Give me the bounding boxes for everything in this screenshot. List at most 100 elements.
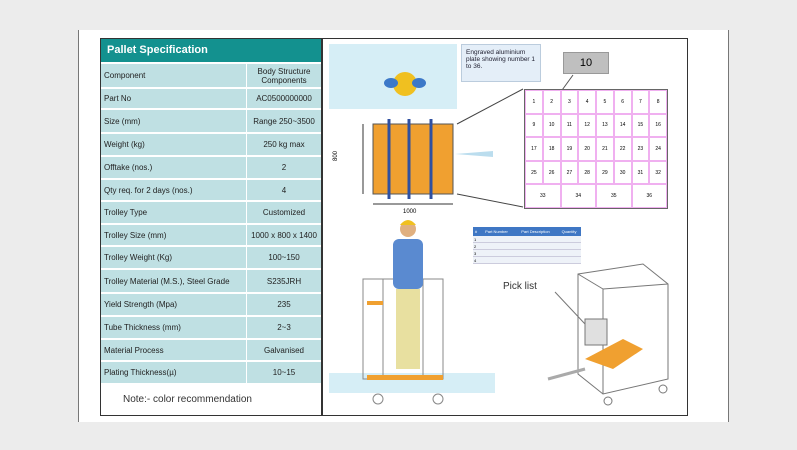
slot-number: 3 [560,90,579,114]
slot-number: 32 [649,160,667,185]
spec-row: Tube Thickness (mm) 2~3 [101,317,321,340]
pick-list-cell [557,256,581,264]
slot-number: 9 [525,113,543,138]
spec-label: Plating Thickness(µ) [101,362,247,383]
spec-value: S235JRH [266,276,302,286]
pick-list-header: # [473,227,479,236]
trolley-drawings: 800 1000 [329,44,669,406]
spec-label: Part No [101,89,247,108]
slot-number: 10 [542,113,561,138]
slot-number: 12 [578,113,596,138]
slot-number: 8 [649,90,667,114]
slot-number: 35 [596,184,632,208]
spec-label: Qty req. for 2 days (nos.) [101,180,247,200]
spec-value: 10~15 [272,368,296,377]
trolley-top-view [362,88,524,208]
spec-label: Component [101,64,247,87]
worker-icon [393,220,423,369]
dim-width: 1000 [403,209,417,215]
pick-list-cell [478,236,514,243]
pick-list-row: 3 [473,249,581,257]
pick-list-cell [478,249,514,257]
spec-row: Size (mm) Range 250~3500 [101,110,321,134]
top-view-bg [329,44,457,109]
pick-list-cell [557,236,581,243]
spec-label: Yield Strength (Mpa) [101,294,247,315]
slot-number: 22 [613,137,632,161]
spec-label: Weight (kg) [101,134,247,155]
pick-list-cell: 3 [473,249,479,257]
pick-list-cell [478,256,514,264]
slot-number: 4 [578,90,596,114]
spec-value: 250 kg max [263,140,305,149]
spec-label: Trolley Weight (Kg) [101,247,247,268]
slot-number: 21 [596,137,614,161]
slot-number: 33 [525,184,561,208]
spec-label: Material Process [101,340,247,360]
spec-table-title: Pallet Specification [101,39,321,64]
pick-list-row: 2 [473,242,581,250]
spec-value: Galvanised [263,345,305,355]
slot-number: 29 [596,160,614,185]
slot-number: 18 [542,137,561,161]
spec-row: Weight (kg) 250 kg max [101,134,321,157]
drawing-panel: 800 1000 Eng [323,39,687,415]
pick-list-cell [478,242,514,250]
slot-number: 28 [578,160,596,185]
slot-number: 25 [525,160,543,185]
spec-row: Trolley Material (M.S.), Steel Grade S235… [101,270,321,294]
pick-list-header: Part Description [513,227,558,236]
spec-row: Component Body Structure Components [101,64,321,89]
slot-number: 34 [560,184,596,208]
pick-list-label: Pick list [503,281,537,292]
spec-value: 235 [277,300,291,309]
spec-value: 4 [281,185,287,195]
pick-list-cell [513,236,558,243]
slot-number-badge: 10 [563,52,609,74]
slot-number: 26 [542,160,561,185]
spec-label: Tube Thickness (mm) [101,317,247,338]
slot-number: 13 [596,113,614,138]
slot-number: 15 [631,113,650,138]
spec-value: Customized [262,208,306,217]
spec-value: 2 [281,163,287,172]
slot-number: 24 [649,137,667,161]
pick-list-header: Quantity [557,227,581,236]
spec-row: Plating Thickness(µ) 10~15 [101,362,321,385]
slot-number: 1 [525,90,543,114]
spec-label: Trolley Type [101,202,247,223]
slot-number: 23 [631,137,650,161]
pick-list-cell [557,249,581,257]
slot-number: 2 [542,90,561,114]
spec-row: Trolley Weight (Kg)100~150 [101,247,321,270]
spec-value: Body Structure Components [257,66,311,85]
pallet-spec-frame: Pallet Specification Component Body Struc… [100,38,688,416]
pick-list-cell [513,249,558,257]
spec-label: Size (mm) [101,110,247,132]
spec-label: Trolley Material (M.S.), Steel Grade [101,270,247,292]
engraving-callout: Engraved aluminium plate showing number … [461,44,541,82]
pick-list-cell [513,256,558,264]
pick-list-cell: 1 [473,236,479,243]
slot-number: 36 [631,184,667,208]
spec-value: 2~3 [277,323,291,332]
slot-number: 19 [560,137,579,161]
spec-row: Qty req. for 2 days (nos.) 4 [101,180,321,202]
pick-list-cell [513,242,558,250]
pick-list-cell [557,242,581,250]
pick-list-cell: 2 [473,242,479,250]
pick-list-cell: 4 [473,256,479,264]
spec-row: Yield Strength (Mpa) 235 [101,294,321,317]
slot-number: 14 [613,113,632,138]
color-note: Note:- color recommendation [123,394,252,405]
slot-number: 27 [560,160,579,185]
slot-number: 6 [613,90,632,114]
spec-row: Trolley Type Customized [101,202,321,225]
spec-value: AC0500000000 [256,94,312,103]
pick-list-row: 1 [473,236,581,243]
spec-value: Range 250~3500 [253,116,315,126]
dim-height: 800 [333,150,339,161]
slot-number: 7 [631,90,650,114]
